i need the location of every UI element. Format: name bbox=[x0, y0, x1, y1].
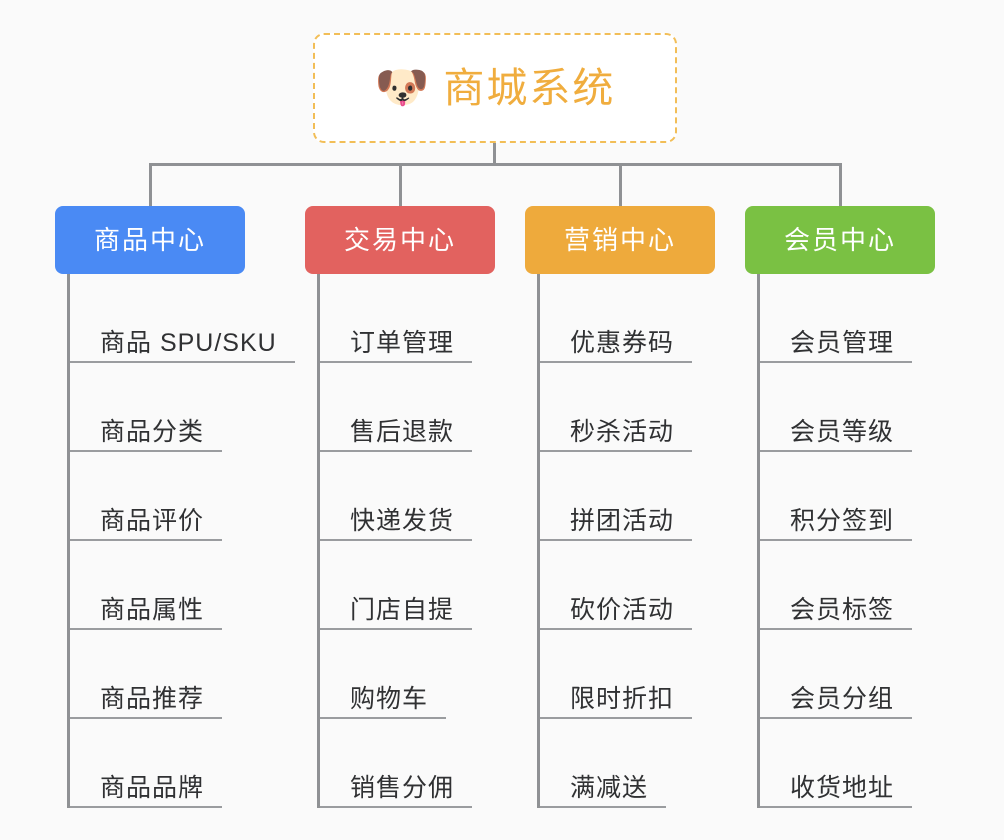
leaf-item-label: 销售分佣 bbox=[350, 773, 455, 802]
leaf-item[interactable]: 会员分组 bbox=[760, 630, 935, 719]
leaf-item-label: 限时折扣 bbox=[570, 684, 675, 713]
leaf-item-label: 会员管理 bbox=[790, 328, 895, 357]
leaf-item-label: 会员标签 bbox=[790, 595, 895, 624]
leaf-item-underline bbox=[320, 806, 472, 808]
leaf-item-label: 快递发货 bbox=[350, 506, 455, 535]
leaf-item[interactable]: 商品属性 bbox=[70, 541, 295, 630]
leaf-item-underline bbox=[540, 361, 692, 363]
leaf-item-underline bbox=[540, 717, 692, 719]
leaf-item[interactable]: 会员标签 bbox=[760, 541, 935, 630]
shiba-dog-face-icon: 🐶 bbox=[374, 63, 430, 112]
connector-stem-product-center bbox=[149, 163, 152, 206]
leaf-item-label: 售后退款 bbox=[350, 417, 455, 446]
leaf-item-label: 门店自提 bbox=[350, 595, 455, 624]
leaf-item-label: 商品评价 bbox=[100, 506, 205, 535]
leaf-item-label: 优惠券码 bbox=[570, 328, 675, 357]
leaf-item[interactable]: 订单管理 bbox=[320, 274, 495, 363]
leaf-item-underline bbox=[760, 717, 912, 719]
leaf-item-underline bbox=[320, 628, 472, 630]
leaf-item-underline bbox=[540, 450, 692, 452]
root-title: 商城系统 bbox=[443, 64, 616, 111]
leaf-item[interactable]: 满减送 bbox=[540, 719, 715, 808]
leaf-item-label: 会员等级 bbox=[790, 417, 895, 446]
connector-root-stem bbox=[493, 143, 496, 165]
leaf-item-label: 商品推荐 bbox=[100, 684, 205, 713]
category-box-marketing-center[interactable]: 营销中心 bbox=[525, 206, 715, 274]
connector-stem-marketing-center bbox=[619, 163, 622, 206]
column-member-center: 会员中心会员管理会员等级积分签到会员标签会员分组收货地址 bbox=[745, 206, 935, 808]
leaf-item-label: 砍价活动 bbox=[570, 595, 675, 624]
leaf-item[interactable]: 商品推荐 bbox=[70, 630, 295, 719]
leaf-item-underline bbox=[320, 450, 472, 452]
connector-horizontal-bus bbox=[149, 163, 841, 166]
leaf-item-label: 会员分组 bbox=[790, 684, 895, 713]
leaf-item-underline bbox=[70, 361, 295, 363]
leaf-list-product-center: 商品 SPU/SKU 商品分类商品评价商品属性商品推荐商品品牌 bbox=[67, 274, 295, 808]
leaf-item[interactable]: 收货地址 bbox=[760, 719, 935, 808]
leaf-item-underline bbox=[320, 361, 472, 363]
column-product-center: 商品中心商品 SPU/SKU 商品分类商品评价商品属性商品推荐商品品牌 bbox=[55, 206, 295, 808]
leaf-item-underline bbox=[540, 539, 692, 541]
leaf-list-trade-center: 订单管理售后退款快递发货门店自提购物车销售分佣 bbox=[317, 274, 495, 808]
leaf-item-label: 订单管理 bbox=[350, 328, 455, 357]
leaf-item-underline bbox=[760, 361, 912, 363]
leaf-item-label: 满减送 bbox=[570, 773, 649, 802]
leaf-item-label: 收货地址 bbox=[790, 773, 895, 802]
leaf-item-label: 购物车 bbox=[350, 684, 429, 713]
leaf-item[interactable]: 会员等级 bbox=[760, 363, 935, 452]
connector-stem-member-center bbox=[839, 163, 842, 206]
leaf-item-underline bbox=[70, 450, 222, 452]
leaf-item-underline bbox=[540, 806, 666, 808]
leaf-item-underline bbox=[760, 628, 912, 630]
column-trade-center: 交易中心订单管理售后退款快递发货门店自提购物车销售分佣 bbox=[305, 206, 495, 808]
leaf-item[interactable]: 购物车 bbox=[320, 630, 495, 719]
leaf-item[interactable]: 商品评价 bbox=[70, 452, 295, 541]
category-box-product-center[interactable]: 商品中心 bbox=[55, 206, 245, 274]
leaf-item[interactable]: 售后退款 bbox=[320, 363, 495, 452]
leaf-item[interactable]: 积分签到 bbox=[760, 452, 935, 541]
leaf-item-underline bbox=[70, 628, 222, 630]
leaf-item[interactable]: 拼团活动 bbox=[540, 452, 715, 541]
leaf-item-underline bbox=[70, 717, 222, 719]
leaf-item-label: 秒杀活动 bbox=[570, 417, 675, 446]
leaf-item-underline bbox=[540, 628, 692, 630]
leaf-item-underline bbox=[320, 717, 446, 719]
leaf-item[interactable]: 优惠券码 bbox=[540, 274, 715, 363]
leaf-item-underline bbox=[320, 539, 472, 541]
leaf-item[interactable]: 快递发货 bbox=[320, 452, 495, 541]
leaf-item[interactable]: 限时折扣 bbox=[540, 630, 715, 719]
root-node[interactable]: 🐶 商城系统 bbox=[313, 33, 677, 143]
leaf-item[interactable]: 商品分类 bbox=[70, 363, 295, 452]
leaf-list-marketing-center: 优惠券码秒杀活动拼团活动砍价活动限时折扣满减送 bbox=[537, 274, 715, 808]
category-box-trade-center[interactable]: 交易中心 bbox=[305, 206, 495, 274]
leaf-item[interactable]: 门店自提 bbox=[320, 541, 495, 630]
leaf-item[interactable]: 秒杀活动 bbox=[540, 363, 715, 452]
leaf-item-label: 商品分类 bbox=[100, 417, 205, 446]
leaf-item-label: 商品属性 bbox=[100, 595, 205, 624]
leaf-item-label: 积分签到 bbox=[790, 506, 895, 535]
leaf-item[interactable]: 商品品牌 bbox=[70, 719, 295, 808]
leaf-item-label: 商品品牌 bbox=[100, 773, 205, 802]
leaf-item-underline bbox=[70, 806, 222, 808]
leaf-item-underline bbox=[760, 450, 912, 452]
leaf-item-underline bbox=[70, 539, 222, 541]
leaf-item[interactable]: 商品 SPU/SKU bbox=[70, 274, 295, 363]
leaf-item-label: 拼团活动 bbox=[570, 506, 675, 535]
leaf-item-underline bbox=[760, 539, 912, 541]
leaf-item[interactable]: 砍价活动 bbox=[540, 541, 715, 630]
category-box-member-center[interactable]: 会员中心 bbox=[745, 206, 935, 274]
connector-stem-trade-center bbox=[399, 163, 402, 206]
leaf-item-label: 商品 SPU/SKU bbox=[100, 328, 277, 357]
leaf-item[interactable]: 会员管理 bbox=[760, 274, 935, 363]
column-marketing-center: 营销中心优惠券码秒杀活动拼团活动砍价活动限时折扣满减送 bbox=[525, 206, 715, 808]
leaf-list-member-center: 会员管理会员等级积分签到会员标签会员分组收货地址 bbox=[757, 274, 935, 808]
leaf-item-underline bbox=[760, 806, 912, 808]
leaf-item[interactable]: 销售分佣 bbox=[320, 719, 495, 808]
